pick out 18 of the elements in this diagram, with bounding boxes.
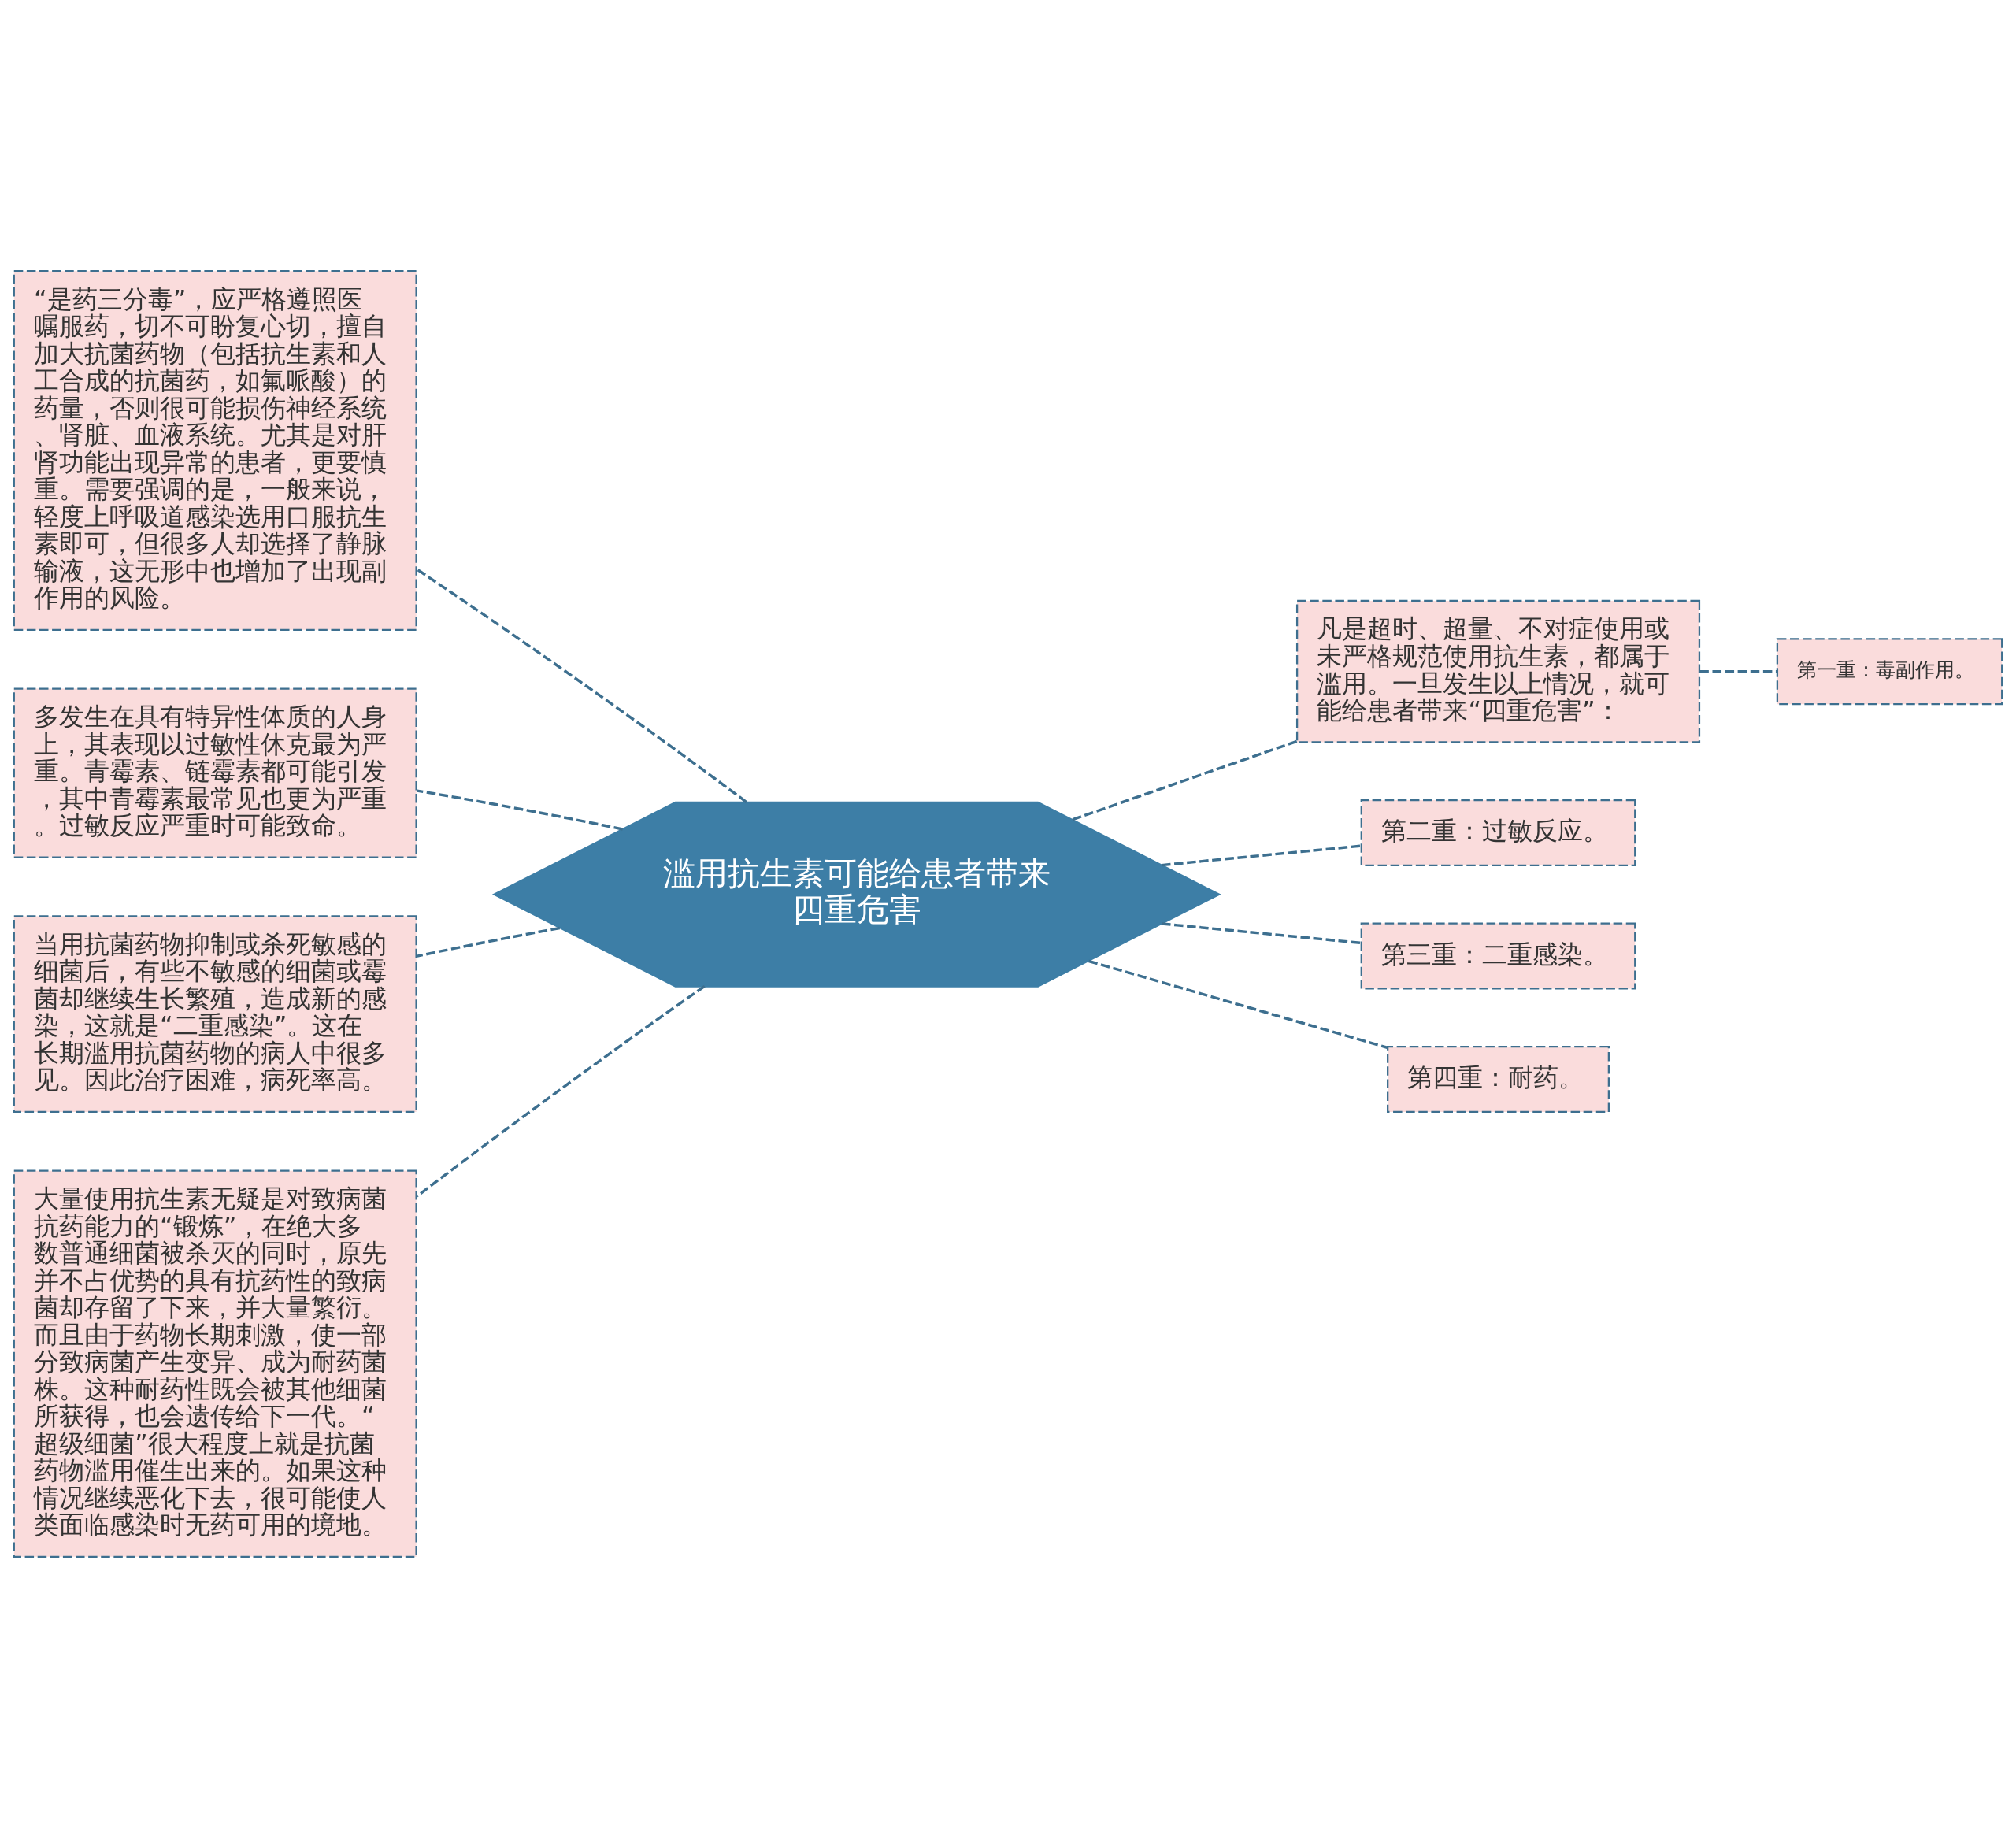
node-box: 大量使用抗生素无疑是对致病菌抗药能力的“锻炼”，在绝大多数普通细菌被杀灭的同时，原先并不占优势的具有抗药性的致病菌却存留了下来，并大量繁衍。而且由于药物长期刺激，使一部分致病菌产生变异、成为耐药菌株。这种耐药性既会被其他细菌所获得，也会遗传给下一代。“超级细菌”很大程度上就是抗菌药物滥用催生出来的。如果这种情况继续恶化下去，很可能使人类面临感染时无药可用的境地。 <box>13 1169 417 1558</box>
node-box: 多发生在具有特异性体质的人身上，其表现以过敏性休克最为严重。青霉素、链霉素都可能引发，其中青霉素最常见也更为严重。过敏反应严重时可能致命。 <box>13 687 417 858</box>
node-box: 当用抗菌药物抑制或杀死敏感的细菌后，有些不敏感的细菌或霉菌却继续生长繁殖，造成新的感染，这就是“二重感染”。这在长期滥用抗菌药物的病人中很多见。因此治疗困难，病死率高。 <box>13 914 417 1113</box>
connector <box>416 984 706 1197</box>
connector <box>1072 739 1298 821</box>
node-box: 第三重：二重感染。 <box>1360 921 1636 990</box>
connector <box>416 568 747 803</box>
node-box: 第一重：毒副作用。 <box>1776 637 2003 705</box>
connector <box>417 788 623 831</box>
node-box: 凡是超时、超量、不对症使用或未严格规范使用抗生素，都属于滥用。一旦发生以上情况，就可能给患者带来“四重危害”： <box>1295 599 1701 743</box>
node-box: 第四重：耐药。 <box>1387 1045 1610 1113</box>
node-box: “是药三分毒”，应严格遵照医嘱服药，切不可盼复心切，擅自加大抗菌药物（包括抗生素和人工合成的抗菌药，如氟哌酸）的药量，否则很可能损伤神经系统、肾脏、血液系统。尤其是对肝肾功能出现异常的患者，更要慎重。需要强调的是，一般来说，轻度上呼吸道感染选用口服抗生素即可，但很多人却选择了静脉输液，这无形中也增加了出现副作用的风险。 <box>13 269 417 631</box>
connector <box>1088 959 1388 1049</box>
connector <box>1161 843 1362 866</box>
connector <box>1699 669 1777 673</box>
connector <box>1161 921 1362 944</box>
node-box: 第二重：过敏反应。 <box>1360 799 1636 866</box>
connector <box>417 926 561 958</box>
